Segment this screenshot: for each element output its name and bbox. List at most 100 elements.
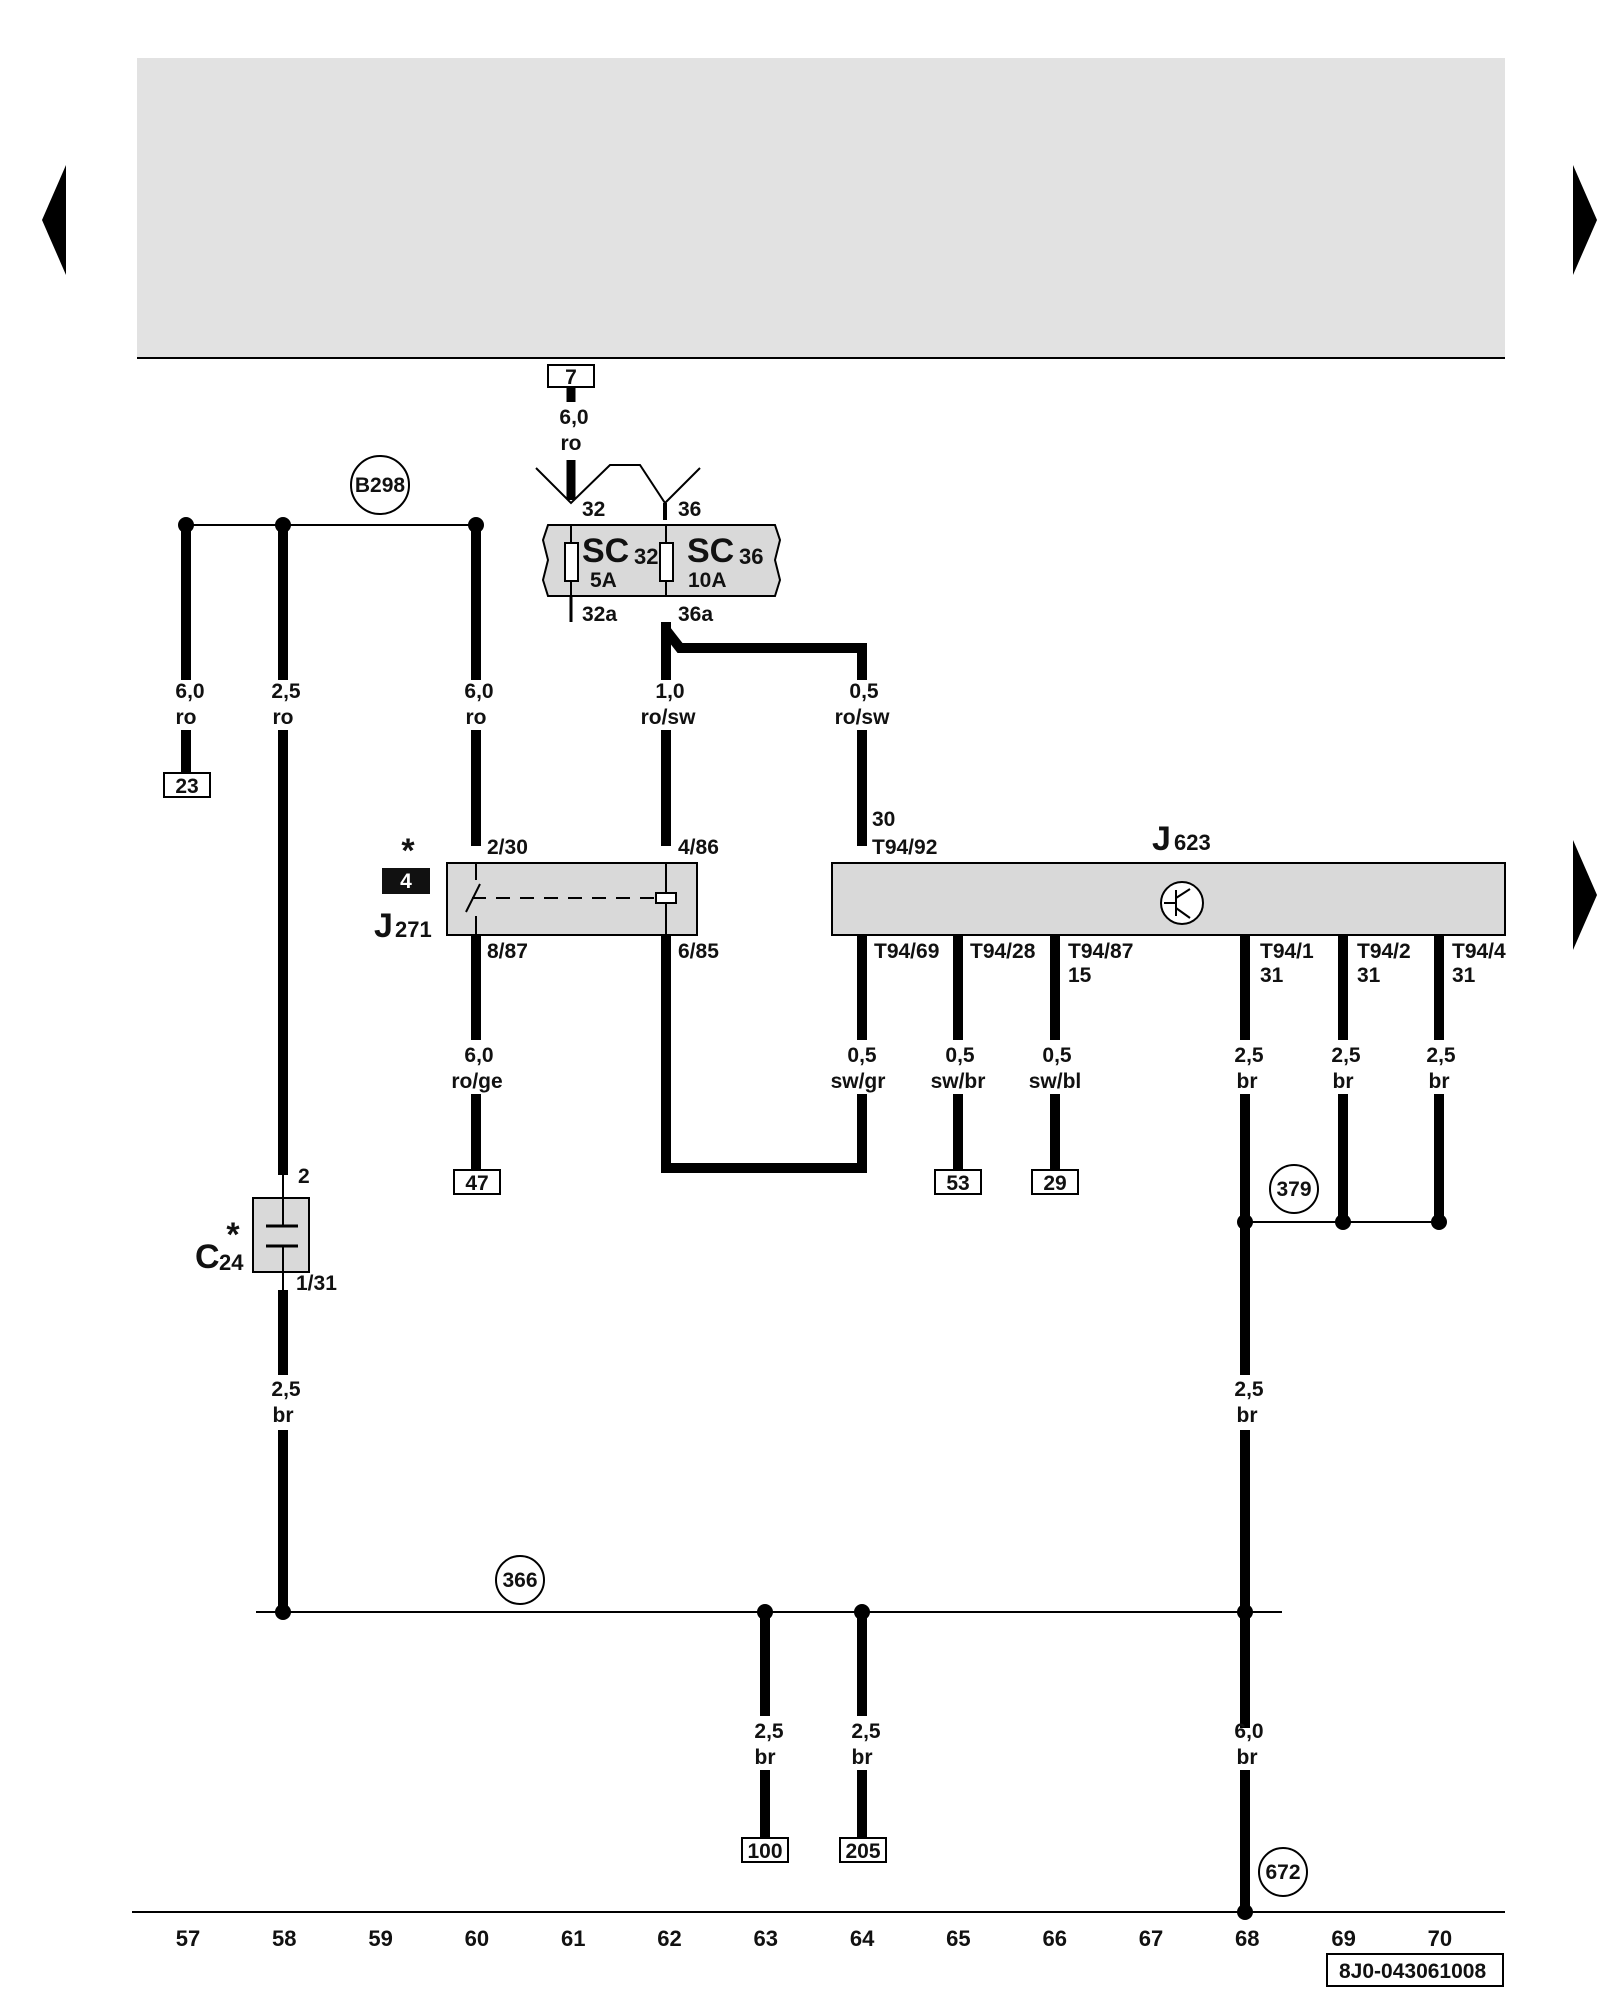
wire-color-top: ro	[561, 432, 582, 455]
wire-color-col62: ro/sw	[641, 706, 697, 729]
fuse-sc32-rating: 5A	[590, 569, 617, 592]
circle-number-icon	[1258, 1847, 1308, 1897]
wire-36a-to-col64	[661, 622, 867, 680]
pin-j623-t94-69: T94/69	[874, 940, 939, 963]
j623-name: J	[1152, 820, 1171, 858]
wire-loop-6-85	[661, 935, 867, 1173]
wire-size-col64b: 0,5	[847, 1044, 877, 1067]
wire-size-col69: 2,5	[1331, 1044, 1361, 1067]
pin-c24-1-31: 1/31	[296, 1272, 337, 1295]
wire-size-col57: 6,0	[175, 680, 204, 703]
ref-label-47: 47	[465, 1172, 488, 1195]
ref-box-29[interactable]	[1031, 1169, 1079, 1195]
fuse-bridge	[535, 464, 701, 505]
pin-j271-2-30: 2/30	[487, 836, 528, 859]
junction-dot	[1237, 1214, 1253, 1230]
axis-label: 62	[657, 1926, 681, 1951]
c24-sub: 24	[219, 1250, 244, 1275]
wire-size-col62: 1,0	[655, 680, 684, 703]
footer-code-box	[1326, 1953, 1504, 1987]
wire-color-col57: ro	[176, 706, 197, 729]
footer-code: 8J0-043061008	[1339, 1960, 1486, 1983]
transistor-emitter	[1175, 907, 1191, 919]
relay-coil	[655, 892, 677, 904]
circle-number-icon	[1269, 1164, 1319, 1214]
node-b298-label: B298	[355, 474, 406, 497]
ref-box-205[interactable]	[839, 1837, 887, 1863]
axis-label: 59	[368, 1926, 392, 1951]
circle-number-icon	[350, 455, 410, 515]
ref-label-53: 53	[946, 1172, 969, 1195]
wire-size-col66: 0,5	[1042, 1044, 1072, 1067]
pin-j623-t94-4: T94/4	[1452, 940, 1506, 963]
control-unit-j623[interactable]	[831, 862, 1506, 936]
ref-box-53[interactable]	[934, 1169, 982, 1195]
pin-j623-t94-87: T94/87	[1068, 940, 1133, 963]
axis-label: 61	[561, 1926, 585, 1951]
ref-label-23: 23	[175, 775, 198, 798]
j271-badge-label: 4	[400, 870, 412, 893]
wire-color-col68: br	[1237, 1070, 1258, 1093]
c24-name: C	[195, 1238, 220, 1276]
ref-box-100[interactable]	[741, 1837, 789, 1863]
wire-color-col69: br	[1333, 1070, 1354, 1093]
wire-size-col68c: 6,0	[1234, 1720, 1263, 1743]
pin-c24-2: 2	[298, 1165, 310, 1188]
ref-label-29: 29	[1043, 1172, 1066, 1195]
wire-color-col65: sw/br	[931, 1070, 986, 1093]
wire-color-col64: ro/sw	[835, 706, 891, 729]
circle-number-icon	[495, 1555, 545, 1605]
pin-j623-t94-1: T94/1	[1260, 940, 1314, 963]
wire-size-col60b: 6,0	[464, 1044, 493, 1067]
j623-sub: 623	[1174, 830, 1211, 855]
ref-box-47[interactable]	[453, 1169, 501, 1195]
pin-j623-15: 15	[1068, 964, 1092, 987]
j271-star: *	[401, 832, 415, 870]
axis-label: 60	[465, 1926, 489, 1951]
axis-label: 68	[1235, 1926, 1259, 1951]
wire-size-top: 6,0	[559, 406, 588, 429]
pin-j623-t94-92: T94/92	[872, 836, 937, 859]
pin-j271-8-87: 8/87	[487, 940, 528, 963]
fuse-sc32-element	[564, 542, 579, 582]
wire-color-col58b: br	[273, 1404, 294, 1427]
node-379-label: 379	[1276, 1178, 1311, 1201]
pin-j623-31c: 31	[1452, 964, 1476, 987]
wire-color-col68c: br	[1237, 1746, 1258, 1769]
junction-dot	[1237, 1604, 1253, 1620]
ref-label-7: 7	[565, 366, 577, 389]
junction-dot	[1431, 1214, 1447, 1230]
fuse-sc32-sub: 32	[634, 544, 658, 569]
wire-color-col63: br	[755, 1746, 776, 1769]
triangle-right-icon[interactable]	[1573, 165, 1597, 275]
fuse-sc36-sub: 36	[739, 544, 763, 569]
ref-label-100: 100	[747, 1840, 782, 1863]
axis-label: 70	[1428, 1926, 1452, 1951]
wire-color-col60b: ro/ge	[451, 1070, 502, 1093]
triangle-right-icon[interactable]	[1573, 840, 1597, 950]
junction-dot	[1335, 1214, 1351, 1230]
transistor-collector	[1175, 888, 1191, 899]
pin-32a: 32a	[582, 603, 617, 626]
axis-label: 57	[176, 1926, 200, 1951]
axis-label: 63	[754, 1926, 778, 1951]
header-band	[137, 58, 1505, 358]
pin-j271-4-86: 4/86	[678, 836, 719, 859]
wire-color-col64b: sw/gr	[831, 1070, 886, 1093]
pin-j623-t94-28: T94/28	[970, 940, 1036, 963]
axis-label: 67	[1139, 1926, 1163, 1951]
axis-label: 64	[850, 1926, 875, 1951]
capacitor-c24[interactable]	[252, 1197, 310, 1273]
node-366-label: 366	[502, 1569, 537, 1592]
wire-size-col58: 2,5	[271, 680, 301, 703]
wire-color-col58: ro	[273, 706, 294, 729]
junction-dot	[275, 1604, 291, 1620]
triangle-left-icon[interactable]	[42, 165, 66, 275]
wire-color-col64c: br	[852, 1746, 873, 1769]
ref-box-23[interactable]	[163, 772, 211, 798]
axis-label: 66	[1042, 1926, 1066, 1951]
wire-size-col60: 6,0	[464, 680, 493, 703]
axis-label: 65	[946, 1926, 970, 1951]
transistor-icon	[1160, 881, 1204, 925]
wire-size-col68: 2,5	[1234, 1044, 1264, 1067]
